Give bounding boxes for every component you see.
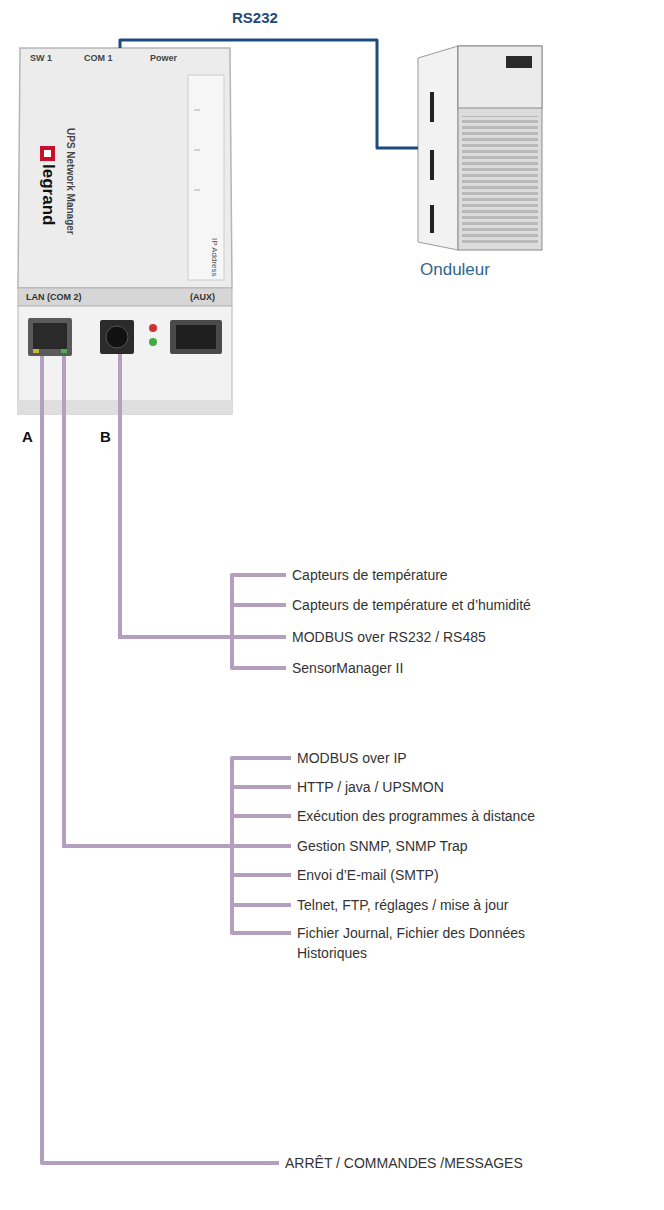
ups-front-top <box>458 46 542 108</box>
device-caption: Onduleur <box>420 260 490 280</box>
feature-item: SensorManager II <box>292 658 403 678</box>
legrand-logo-mark <box>44 150 51 157</box>
connector-line <box>120 420 286 637</box>
ups-front <box>458 46 542 250</box>
feature-text: Capteurs de température et d’humidité <box>292 595 531 615</box>
feature-item: Capteurs de température <box>292 565 448 585</box>
feature-item: Telnet, FTP, réglages / mise à jour <box>297 895 508 915</box>
feature-item: ARRÊT / COMMANDES /MESSAGES <box>285 1153 523 1173</box>
device-name: UPS Network Manager <box>64 128 76 235</box>
connector-line <box>120 420 286 637</box>
device-base <box>18 400 232 414</box>
feature-text: MODBUS over IP <box>297 748 407 768</box>
brand-name: legrand <box>39 164 57 225</box>
feature-item: HTTP / java / UPSMON <box>297 777 444 797</box>
ups-side <box>418 46 458 250</box>
rj45-led <box>33 349 39 353</box>
device-ticks <box>194 110 200 190</box>
ups-box: Onduleur <box>418 48 542 280</box>
aux-socket <box>176 325 216 349</box>
rj45-socket <box>33 323 67 349</box>
feature-text: Gestion SNMP, SNMP Trap <box>297 836 468 856</box>
feature-item: Gestion SNMP, SNMP Trap <box>297 836 468 856</box>
connector-line <box>64 420 291 846</box>
port-label: Power <box>150 53 177 64</box>
mini-din-socket <box>106 326 128 348</box>
connector-line <box>64 420 291 933</box>
connector-line <box>42 420 279 1163</box>
mini-din-port <box>100 320 134 354</box>
device-label: IP Address <box>209 238 219 277</box>
rj45-led <box>61 349 67 353</box>
feature-item: Exécution des programmes à distance <box>297 806 535 826</box>
port-label: LAN (COM 2) <box>26 292 82 303</box>
port-label: SW 1 <box>30 53 52 64</box>
feature-item: MODBUS over IP <box>297 748 407 768</box>
feature-item: Envoi d’E-mail (SMTP) <box>297 865 439 885</box>
port-letter: B <box>100 428 111 445</box>
connector-line <box>64 420 291 846</box>
port-letter: A <box>22 428 33 445</box>
connector-line <box>64 420 291 875</box>
device-top-face <box>18 48 232 288</box>
device-box: legrand UPS Network Manager <box>15 48 237 420</box>
ups-cabinet <box>418 46 542 250</box>
device-raised-strip <box>188 75 224 280</box>
ups-slit <box>430 92 434 122</box>
status-led <box>149 338 157 346</box>
feature-text: Exécution des programmes à distance <box>297 806 535 826</box>
feature-text: Envoi d’E-mail (SMTP) <box>297 865 439 885</box>
feature-text: HTTP / java / UPSMON <box>297 777 444 797</box>
network-manager-device <box>18 48 232 420</box>
connector-line <box>120 420 286 637</box>
aux-port <box>170 320 222 354</box>
ups-display <box>506 56 532 68</box>
status-led <box>149 324 157 332</box>
feature-item: Fichier Journal, Fichier des Données His… <box>297 923 559 963</box>
cable-stub <box>42 354 120 420</box>
ups-slit <box>430 205 434 233</box>
feature-text: Capteurs de température <box>292 565 448 585</box>
feature-text: MODBUS over RS232 / RS485 <box>292 627 486 647</box>
feature-text: Fichier Journal, Fichier des Données His… <box>297 923 559 963</box>
connector-line <box>64 420 291 846</box>
rj45-port <box>28 318 72 356</box>
device-front-face <box>18 306 232 414</box>
feature-item: MODBUS over RS232 / RS485 <box>292 627 486 647</box>
legrand-logo-square <box>40 146 55 161</box>
ups-grille <box>462 116 538 244</box>
device-label-strip <box>18 288 232 306</box>
feature-text: Telnet, FTP, réglages / mise à jour <box>297 895 508 915</box>
port-label: (AUX) <box>190 292 215 303</box>
connector-label: RS232 <box>230 9 280 27</box>
connector-line <box>120 40 418 148</box>
connector-line <box>64 420 291 905</box>
feature-text: ARRÊT / COMMANDES /MESSAGES <box>285 1153 523 1173</box>
connector-line <box>64 420 291 846</box>
port-label: COM 1 <box>84 53 113 64</box>
ups-slit <box>430 150 434 180</box>
feature-text: SensorManager II <box>292 658 403 678</box>
connector-line <box>120 420 286 668</box>
feature-item: Capteurs de température et d’humidité <box>292 595 531 615</box>
